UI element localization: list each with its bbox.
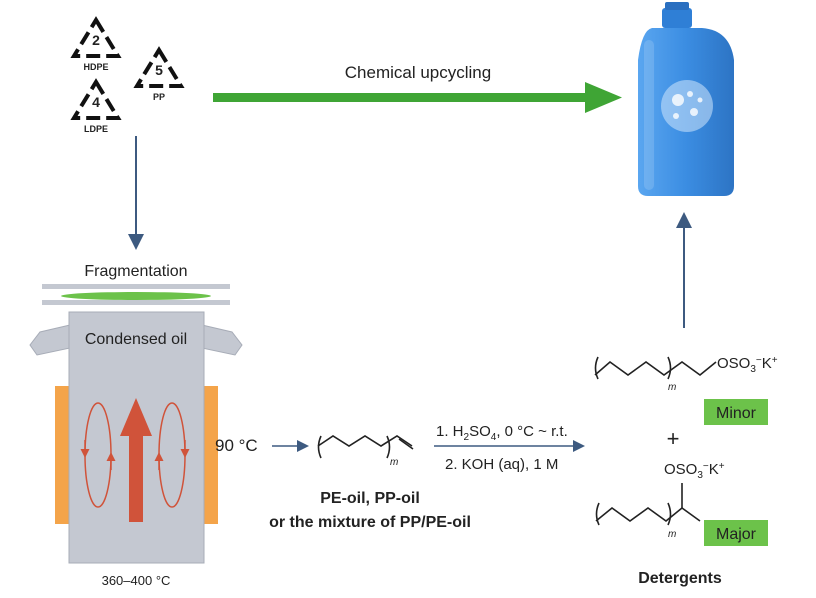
recycle-symbol-hdpe: 2 HDPE (70, 16, 122, 72)
detergents-caption: Detergents (638, 570, 722, 587)
minor-sulfate-group: OSO3−K+ (717, 355, 778, 375)
heater-left (55, 386, 71, 524)
plastic-code: 5 (155, 62, 163, 78)
plastic-name: PP (153, 92, 165, 102)
minor-product-structure (594, 356, 717, 380)
oil-caption-line1: PE-oil, PP-oil (320, 490, 420, 507)
minor-tag: Minor (716, 405, 757, 422)
plastic-code: 2 (92, 32, 100, 48)
reactor-plate (42, 300, 230, 305)
outlet-temperature-label: 90 °C (215, 436, 258, 455)
oil-caption-line2: or the mixture of PP/PE-oil (269, 514, 471, 531)
detergent-bottle-icon (638, 2, 734, 196)
major-product-structure (595, 483, 701, 526)
reactor-outlet-right (201, 324, 243, 356)
plus-sign: + (667, 426, 680, 451)
upcycling-arrow (213, 82, 622, 113)
minor-tag-box (704, 399, 768, 425)
hot-upflow-arrow (120, 398, 152, 522)
condition-step2: 2. KOH (aq), 1 M (445, 456, 558, 473)
recycle-symbol-pp: 5 PP (133, 46, 185, 102)
minor-subscript: m (668, 382, 676, 393)
reactor (29, 284, 243, 564)
plastic-name: HDPE (83, 62, 108, 72)
fragmentation-label: Fragmentation (84, 263, 187, 280)
recycle-symbol-ldpe: 4 LDPE (70, 78, 122, 134)
upcycling-label: Chemical upcycling (345, 63, 491, 82)
major-tag-box (704, 520, 768, 546)
plastic-name: LDPE (84, 124, 108, 134)
plastic-code: 4 (92, 94, 100, 110)
recycle-triangle-icon (70, 78, 122, 120)
oil-layer (61, 292, 211, 300)
heater-right (202, 386, 218, 524)
major-sulfate-group: OSO3−K+ (664, 461, 725, 481)
major-subscript: m (668, 529, 676, 540)
temperature-range-label: 360–400 °C (102, 573, 171, 588)
recycle-triangle-icon (133, 46, 185, 88)
condition-step1: 1. H2SO4, 0 °C ~ r.t. (436, 423, 568, 443)
oil-structure (317, 435, 414, 459)
recycle-triangle-icon (70, 16, 122, 58)
reactor-outlet-left (29, 324, 71, 356)
reactor-lid (42, 284, 230, 289)
major-tag: Major (716, 526, 757, 543)
condensed-oil-label: Condensed oil (85, 331, 187, 348)
oil-subscript: m (390, 457, 398, 468)
